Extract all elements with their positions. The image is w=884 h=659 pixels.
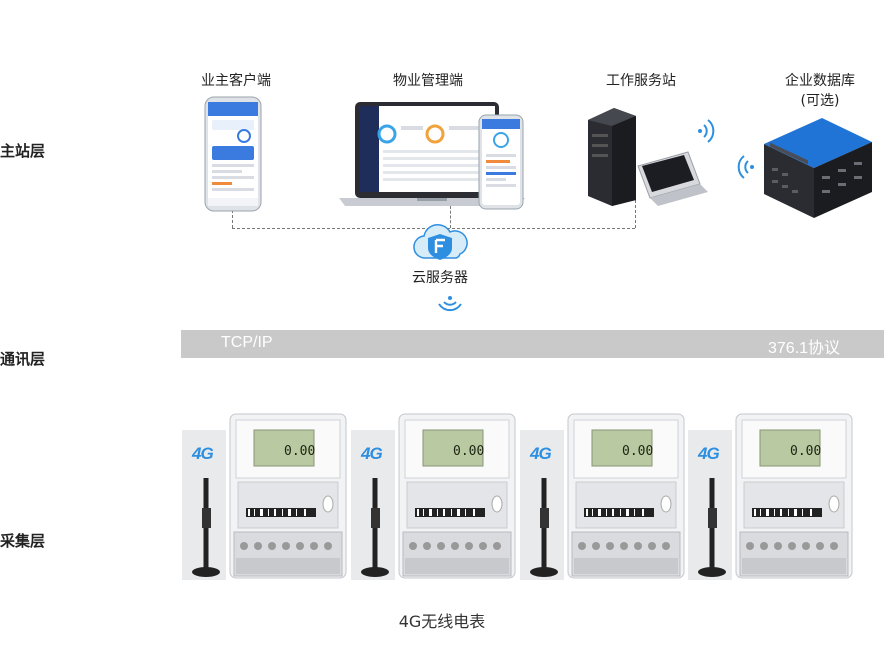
meter-unit: 4G 0.00 bbox=[516, 408, 686, 583]
owner-phone-image bbox=[204, 96, 262, 216]
badge-4g: 4G bbox=[361, 444, 383, 463]
meter-reading: 0.00 bbox=[622, 444, 654, 459]
tcp-ip-label: TCP/IP bbox=[221, 334, 273, 351]
meter-illustration bbox=[688, 413, 853, 580]
database-label: 企业数据库 bbox=[785, 73, 855, 89]
meter-unit: 4G 0.00 bbox=[347, 408, 517, 583]
meter-unit: 4G 0.00 bbox=[684, 408, 854, 583]
meter-illustration bbox=[351, 413, 516, 580]
comm-protocol-band: TCP/IP 376.1协议 bbox=[181, 330, 884, 358]
connector-line-laptop bbox=[450, 206, 451, 228]
wifi-icon bbox=[696, 116, 718, 150]
cloud-server-label: 云服务器 bbox=[412, 270, 468, 286]
badge-4g: 4G bbox=[192, 444, 214, 463]
layer-label-master: 主站层 bbox=[0, 142, 46, 160]
badge-4g: 4G bbox=[530, 444, 552, 463]
meter-reading: 0.00 bbox=[284, 444, 316, 459]
connector-line-phone bbox=[232, 210, 233, 228]
footer-caption: 4G无线电表 bbox=[398, 612, 486, 631]
wifi-icon bbox=[734, 152, 756, 186]
owner-client-label: 业主客户端 bbox=[201, 73, 271, 89]
connector-line-server bbox=[635, 200, 636, 228]
workstation-label: 工作服务站 bbox=[606, 73, 676, 89]
protocol-376-label: 376.1协议 bbox=[768, 340, 841, 357]
meter-illustration bbox=[520, 413, 685, 580]
database-optional-label: (可选) bbox=[800, 93, 840, 109]
property-phone-image bbox=[478, 114, 524, 214]
database-server-image bbox=[760, 114, 876, 226]
cloud-server-icon bbox=[412, 222, 468, 268]
meter-reading: 0.00 bbox=[790, 444, 822, 459]
signal-icon bbox=[436, 290, 464, 318]
meter-illustration bbox=[182, 413, 347, 580]
property-laptop-image bbox=[337, 100, 527, 214]
meter-reading: 0.00 bbox=[453, 444, 485, 459]
meter-unit: 4G 0.00 bbox=[178, 408, 348, 583]
badge-4g: 4G bbox=[698, 444, 720, 463]
property-mgmt-label: 物业管理端 bbox=[393, 73, 463, 89]
layer-label-comm: 通讯层 bbox=[0, 350, 46, 368]
workstation-image bbox=[584, 100, 714, 214]
layer-label-collect: 采集层 bbox=[0, 532, 46, 550]
